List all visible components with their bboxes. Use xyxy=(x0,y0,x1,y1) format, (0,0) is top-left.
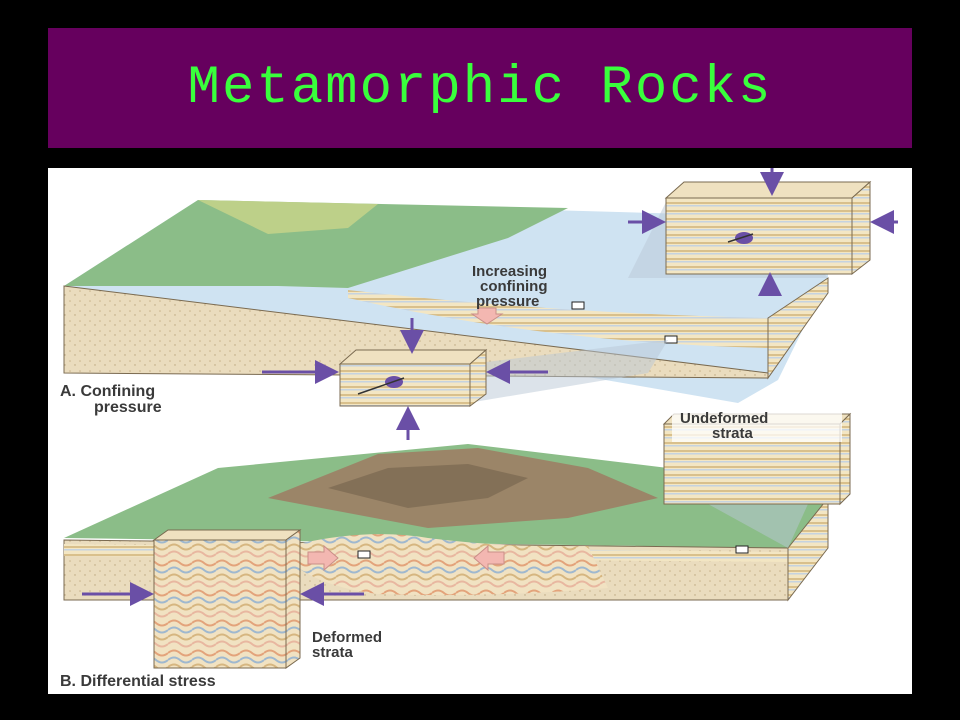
title-bar: Metamorphic Rocks xyxy=(48,28,912,148)
caption-a-line2: pressure xyxy=(94,399,162,416)
sample-marker xyxy=(571,301,585,310)
undeformed-cube xyxy=(662,408,852,548)
stress-arrow-left xyxy=(473,544,505,572)
callout-increasing: Increasing xyxy=(472,263,547,280)
callout-pressure: pressure xyxy=(476,293,539,310)
deformed-cube xyxy=(82,529,364,669)
slide-title: Metamorphic Rocks xyxy=(187,57,773,119)
coastal-land xyxy=(64,200,568,288)
land-highland xyxy=(198,200,378,234)
pressure-arrow xyxy=(470,307,504,325)
top-center-cube xyxy=(262,318,668,440)
sediment-wedge xyxy=(348,290,768,348)
metamorphism-diagram: Increasing confining pressure A. Confini… xyxy=(60,168,898,690)
sample-marker xyxy=(664,335,678,344)
label-undeformed: Undeformed xyxy=(680,410,768,427)
label-deformed-strata: strata xyxy=(312,644,354,661)
caption-a-line1: A. Confining xyxy=(60,383,155,400)
caption-b: B. Differential stress xyxy=(60,673,216,690)
folded-strata xyxy=(298,534,608,596)
side-strata xyxy=(767,277,829,380)
diagram-panel: Increasing confining pressure A. Confini… xyxy=(48,168,912,694)
top-right-cube xyxy=(628,168,898,296)
sample-marker xyxy=(735,545,749,554)
label-deformed: Deformed xyxy=(312,629,382,646)
callout-confining: confining xyxy=(480,278,548,295)
label-undeformed-strata: strata xyxy=(712,425,754,442)
stress-arrow-right xyxy=(307,544,339,572)
sample-marker xyxy=(357,550,371,559)
